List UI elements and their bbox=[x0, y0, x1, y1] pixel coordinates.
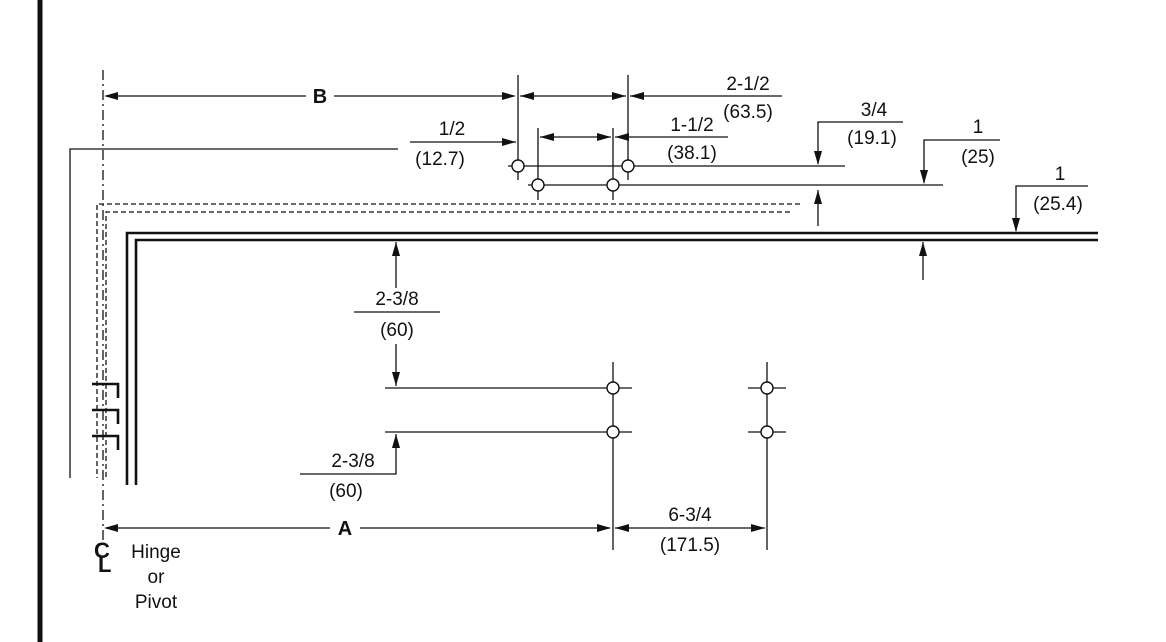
pivot-caption: Pivot bbox=[135, 592, 178, 613]
dim-1-25-4-mm: (25.4) bbox=[1033, 194, 1083, 215]
dim-1-25-leader bbox=[923, 139, 1000, 183]
dim-1-1-2-inch: 1-1/2 bbox=[670, 115, 713, 136]
dim-2-3-8-bottom-mm: (60) bbox=[329, 481, 363, 502]
dim-a-label: A bbox=[338, 518, 352, 540]
dim-2-3-8-top-mm: (60) bbox=[380, 320, 414, 341]
dim-2-1-2-leader-arrow bbox=[630, 92, 644, 100]
mount-hole-lower-4 bbox=[760, 425, 774, 439]
dim-3-4-leader bbox=[817, 121, 903, 164]
dim-2-3-8-bottom-inch: 2-3/8 bbox=[331, 451, 374, 472]
dim-1-25-4-inch: 1 bbox=[1055, 164, 1066, 185]
dim-2-3-8-top-arrow-down bbox=[392, 372, 400, 386]
dim-3-4-arrow-bottom bbox=[814, 190, 822, 204]
centerline-symbol-c: C bbox=[94, 538, 110, 563]
door-face-inner bbox=[134, 238, 1098, 485]
door-edge-dashed-inner bbox=[105, 211, 790, 478]
frame-stop-outline bbox=[69, 148, 398, 478]
mount-hole-lower-3 bbox=[760, 381, 774, 395]
dim-1-2-mm: (12.7) bbox=[415, 149, 465, 170]
hinge-marks bbox=[92, 382, 120, 450]
dim-1-1-2-arrow-right bbox=[597, 133, 611, 141]
dim-1-2-arrow bbox=[502, 138, 516, 146]
mount-hole-lower-1 bbox=[606, 381, 620, 395]
dim-1-25-mm: (25) bbox=[961, 147, 995, 168]
dim-1-25-arrow bbox=[920, 170, 928, 184]
dim-1-25-4-arrow bbox=[1012, 218, 1020, 232]
dim-2-1-2-mm: (63.5) bbox=[723, 102, 773, 123]
dim-6-3-4-inch: 6-3/4 bbox=[668, 505, 712, 526]
dim-1-25-inch: 1 bbox=[973, 117, 984, 138]
dim-2-1-2-arrow-right bbox=[612, 92, 626, 100]
mount-hole-top-4 bbox=[606, 178, 620, 192]
mount-hole-top-3 bbox=[531, 178, 545, 192]
mount-hole-top-2 bbox=[621, 159, 635, 173]
mount-hole-lower-2 bbox=[606, 425, 620, 439]
dim-1-25-4-arrow-bottom bbox=[919, 242, 927, 256]
dim-3-4-inch: 3/4 bbox=[861, 100, 888, 121]
dim-2-3-8-bottom-arrow bbox=[392, 434, 400, 448]
dim-2-1-2-arrow-left bbox=[520, 92, 534, 100]
dim-b-arrow-right bbox=[502, 92, 516, 100]
dim-2-3-8-top-inch: 2-3/8 bbox=[375, 289, 418, 310]
dim-a-arrow-right bbox=[597, 524, 611, 532]
dim-2-3-8-top-arrow-up bbox=[392, 242, 400, 256]
or-caption: or bbox=[148, 567, 166, 588]
dim-1-1-2-mm: (38.1) bbox=[667, 143, 717, 164]
dim-a-arrow-left bbox=[104, 524, 118, 532]
dim-6-3-4-arrow-right bbox=[751, 524, 765, 532]
hinge-caption: Hinge bbox=[131, 542, 181, 563]
dim-6-3-4-mm: (171.5) bbox=[660, 535, 720, 556]
dim-b-label: B bbox=[313, 86, 327, 108]
dim-1-25-4-leader bbox=[1015, 185, 1088, 231]
centerline-symbol-l: L bbox=[98, 552, 111, 577]
dim-b-arrow-left bbox=[104, 92, 118, 100]
door-face-outer bbox=[125, 231, 1098, 485]
mount-hole-top-1 bbox=[511, 159, 525, 173]
dim-3-4-arrow-top bbox=[814, 151, 822, 165]
dim-1-2-inch: 1/2 bbox=[439, 119, 465, 140]
dim-1-1-2-leader-arrow bbox=[615, 133, 629, 141]
dim-6-3-4-arrow-left bbox=[615, 524, 629, 532]
dim-2-1-2-inch: 2-1/2 bbox=[726, 74, 769, 95]
dim-3-4-mm: (19.1) bbox=[847, 128, 897, 149]
dim-1-1-2-arrow-left bbox=[540, 133, 554, 141]
door-edge-dashed-outer bbox=[96, 203, 800, 478]
